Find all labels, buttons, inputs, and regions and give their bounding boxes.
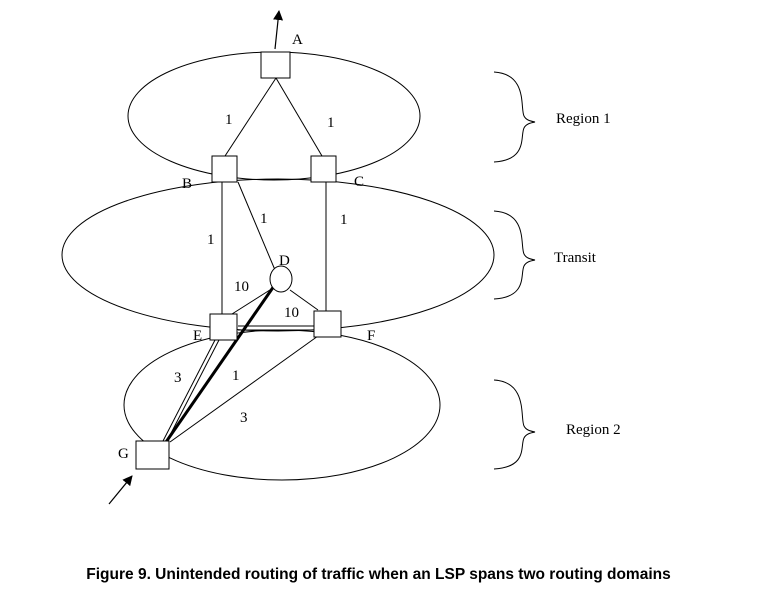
node-label-g: G bbox=[118, 446, 129, 462]
node-label-d: D bbox=[279, 253, 290, 269]
region2-brace bbox=[493, 379, 536, 470]
weight-b-e: 1 bbox=[207, 232, 215, 248]
link-a-b bbox=[224, 77, 277, 157]
node-d bbox=[269, 265, 293, 293]
routing-diagram: A B C D E F G 1 1 1 1 1 10 10 3 1 3 Regi… bbox=[61, 10, 621, 505]
weight-g-d: 1 bbox=[232, 368, 240, 384]
link-b-d bbox=[237, 181, 276, 271]
node-b bbox=[211, 155, 238, 183]
node-label-f: F bbox=[367, 328, 375, 344]
region1-brace bbox=[493, 71, 536, 163]
weight-a-c: 1 bbox=[327, 115, 335, 131]
transit-brace bbox=[493, 210, 536, 300]
weight-d-e: 10 bbox=[234, 279, 249, 295]
node-g bbox=[135, 440, 170, 470]
link-d-f bbox=[289, 289, 319, 311]
node-label-e: E bbox=[193, 328, 202, 344]
node-label-a: A bbox=[292, 32, 303, 48]
weight-c-f: 1 bbox=[340, 212, 348, 228]
link-a-c bbox=[275, 77, 323, 157]
transit-ellipse bbox=[61, 178, 495, 332]
weight-d-f: 10 bbox=[284, 305, 299, 321]
weight-a-b: 1 bbox=[225, 112, 233, 128]
weight-g-f: 3 bbox=[240, 410, 248, 426]
node-e bbox=[209, 313, 238, 341]
node-label-c: C bbox=[354, 174, 364, 190]
figure-caption: Figure 9. Unintended routing of traffic … bbox=[86, 566, 671, 583]
weight-g-e: 3 bbox=[174, 370, 182, 386]
node-a bbox=[260, 51, 291, 79]
node-f bbox=[313, 310, 342, 338]
node-label-b: B bbox=[182, 176, 192, 192]
region2-ellipse bbox=[123, 329, 441, 481]
link-g-d bbox=[164, 285, 276, 443]
ingress-arrow bbox=[108, 475, 133, 505]
link-g-e bbox=[162, 339, 216, 442]
link-g-e-2 bbox=[166, 339, 220, 442]
region2-label: Region 2 bbox=[566, 422, 621, 438]
link-d-e bbox=[231, 287, 274, 315]
egress-arrow bbox=[273, 10, 284, 50]
weight-b-d: 1 bbox=[260, 211, 268, 227]
link-g-f bbox=[169, 335, 319, 443]
transit-label: Transit bbox=[554, 250, 597, 266]
node-c bbox=[310, 155, 337, 183]
region1-label: Region 1 bbox=[556, 111, 611, 127]
